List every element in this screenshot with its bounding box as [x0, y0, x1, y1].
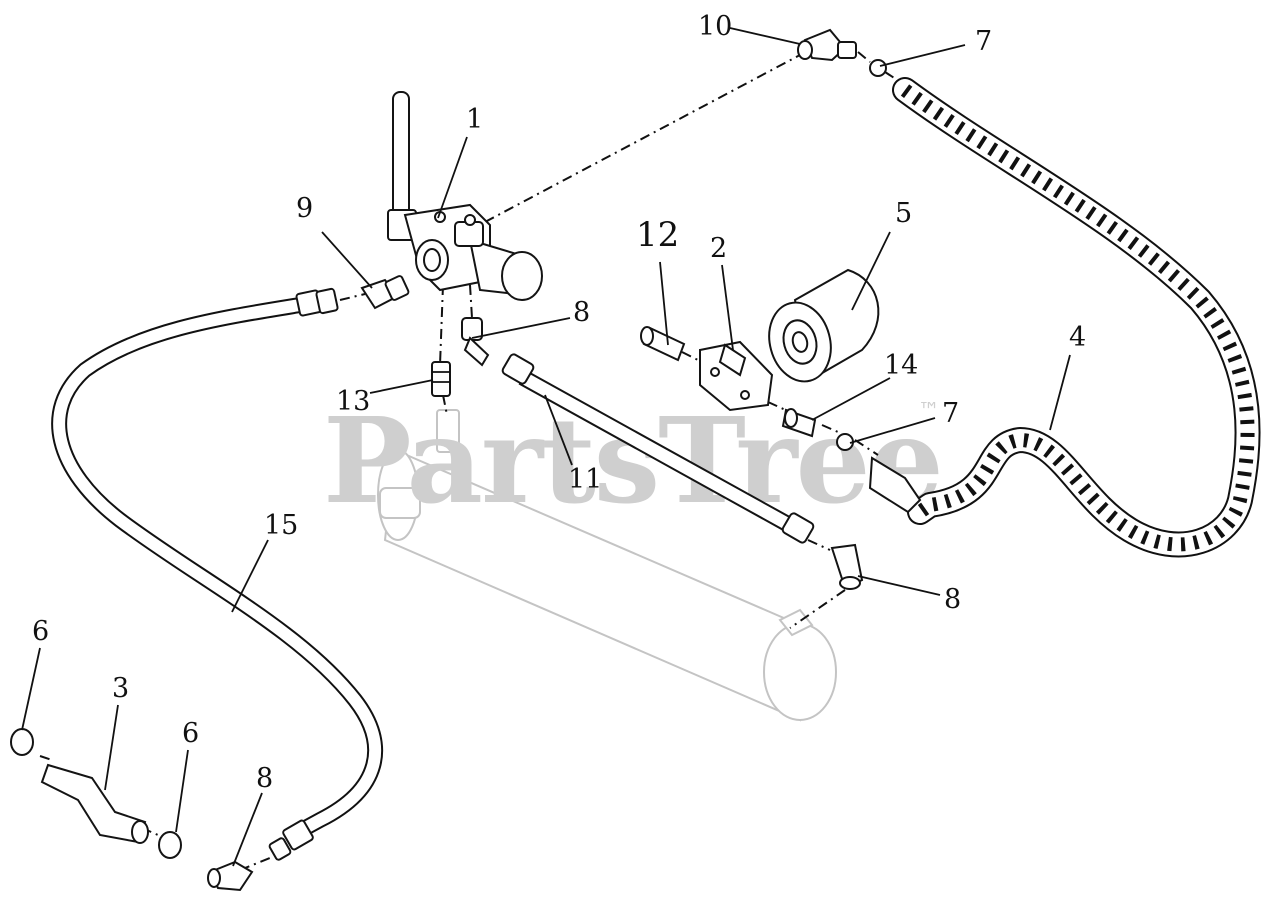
callout-1: 1: [466, 104, 483, 135]
callout-4: 4: [1069, 322, 1086, 353]
callout-2: 2: [710, 233, 727, 264]
callout-8-lower: 8: [256, 763, 273, 794]
callout-15: 15: [264, 510, 298, 541]
control-valve-1: [387, 91, 543, 301]
callout-13: 13: [336, 386, 370, 417]
callout-11: 11: [568, 464, 602, 495]
clamp-7-upper: [869, 59, 887, 77]
filter-5: [768, 268, 880, 383]
callout-labels: 1 2 3 4 5 6 6 7 7 8 8 8 9 10 11 12 13 14…: [32, 11, 1086, 794]
callout-3: 3: [112, 673, 129, 704]
callout-10: 10: [698, 11, 732, 42]
callout-14: 14: [884, 350, 918, 381]
fitting-8-right: [830, 543, 864, 590]
callout-9: 9: [296, 193, 313, 224]
hose-11: [501, 353, 815, 544]
fitting-13: [431, 361, 451, 397]
hose-15: [51, 287, 384, 861]
callout-5: 5: [895, 198, 912, 229]
hose-3: [40, 763, 149, 844]
fitting-8-upper: [461, 317, 490, 367]
callout-6-left: 6: [32, 616, 49, 647]
fitting-8-lower: [207, 860, 254, 892]
clamp-6-left: [10, 728, 34, 756]
fitting-9: [360, 275, 410, 310]
clamp-6-right: [158, 831, 182, 859]
callout-8-right: 8: [944, 584, 961, 615]
partstree-watermark: PartsTree ™: [323, 391, 944, 530]
callout-12: 12: [636, 215, 679, 255]
filter-head-2: [699, 340, 774, 412]
hose-4-spiral-wrap: [868, 77, 1261, 558]
hydraulic-cylinder-ghost: [377, 409, 837, 722]
callout-8-upper: 8: [573, 297, 590, 328]
fitting-12: [640, 326, 686, 362]
callout-7-upper: 7: [975, 26, 992, 57]
fitting-10: [797, 28, 857, 62]
callout-6-right: 6: [182, 718, 199, 749]
fitting-14: [781, 408, 817, 438]
callout-7-lower: 7: [942, 398, 959, 429]
leader-lines: [21, 27, 1071, 867]
watermark-text: PartsTree: [323, 391, 942, 530]
